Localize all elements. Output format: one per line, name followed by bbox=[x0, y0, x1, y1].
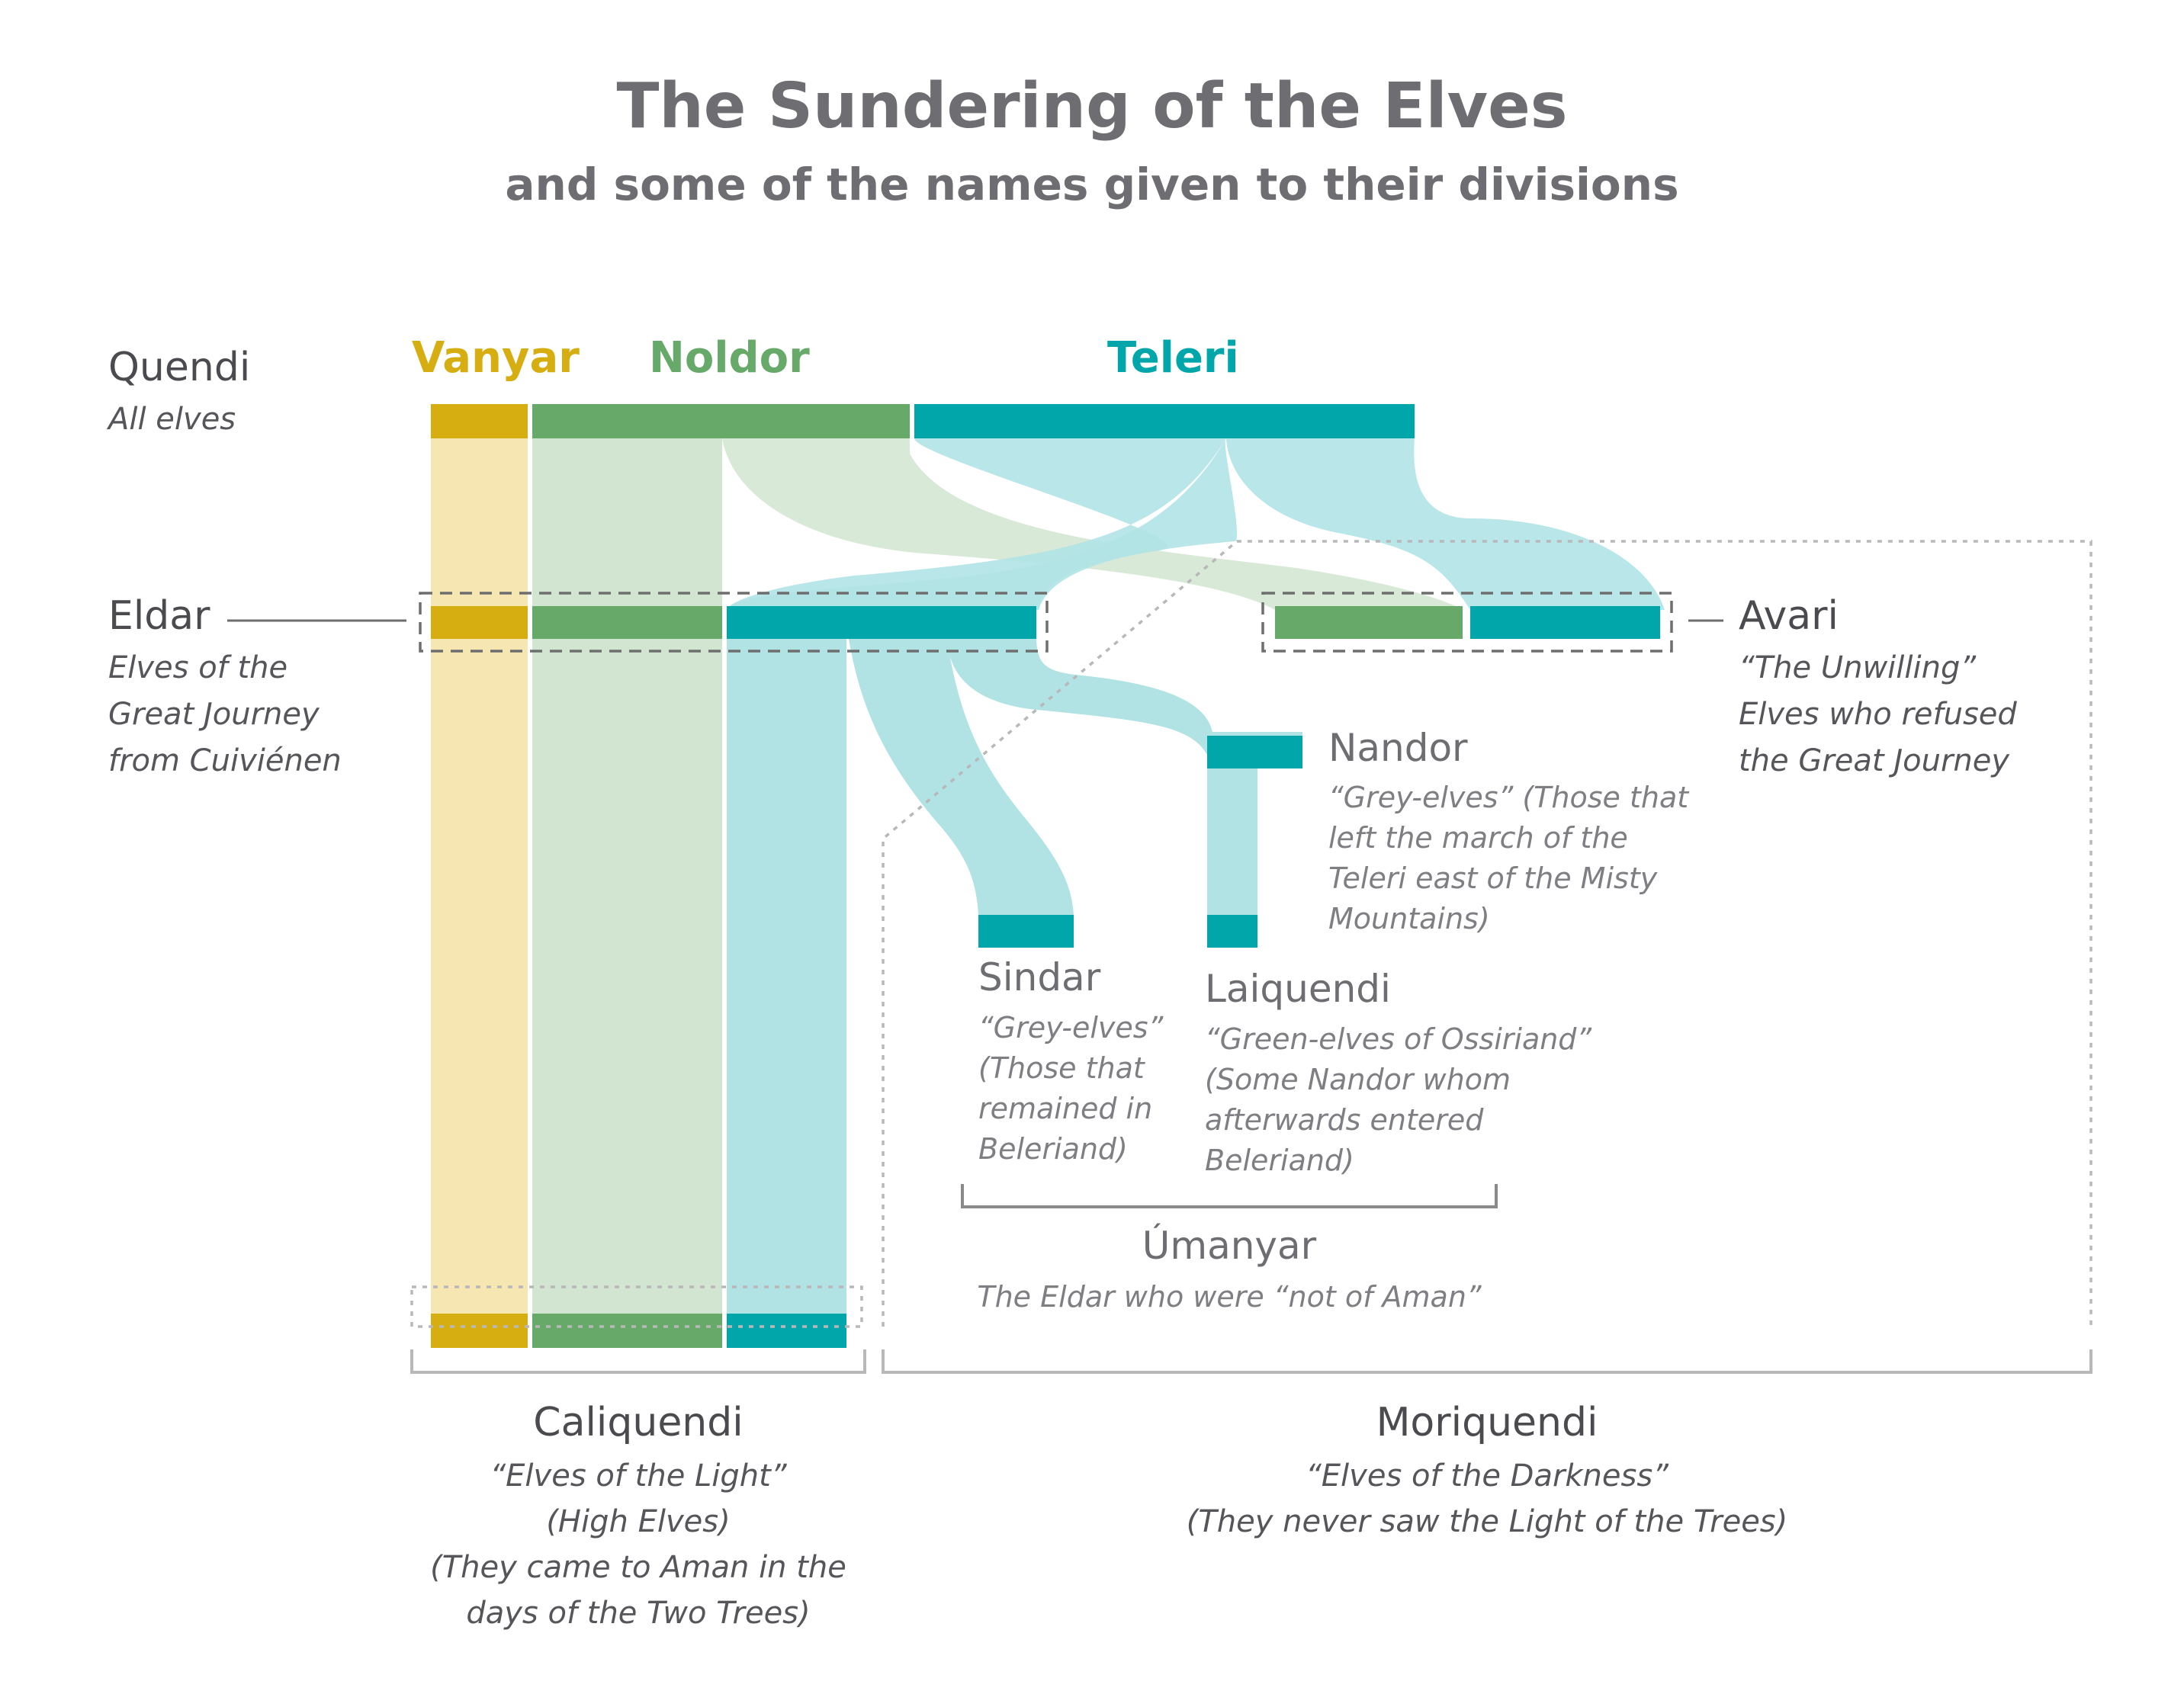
caliquendi-name: Caliquendi bbox=[533, 1400, 744, 1445]
avari-desc-3: the Great Journey bbox=[1739, 743, 2010, 778]
nandor-desc-2: left the march of the bbox=[1328, 821, 1628, 855]
teleri-label: Teleri bbox=[1107, 333, 1239, 383]
teleri-sindar-flow bbox=[849, 639, 1074, 915]
quendi-vanyar-bar bbox=[431, 404, 528, 438]
umanyar-bracket bbox=[961, 1184, 1498, 1208]
laiquendi-desc-1: “Green-elves of Ossiriand” bbox=[1205, 1022, 1592, 1056]
nandor-desc-4: Mountains) bbox=[1328, 902, 1490, 935]
avari-desc-2: Elves who refused bbox=[1739, 697, 2017, 732]
sindar-desc-3: remained in bbox=[978, 1092, 1153, 1125]
caliquendi-desc-3: (They came to Aman in the bbox=[430, 1550, 846, 1585]
eldar-desc-2: Great Journey bbox=[108, 697, 320, 732]
eldar-dashed-box bbox=[419, 592, 1049, 653]
page-subtitle: and some of the names given to their div… bbox=[505, 159, 1679, 210]
nandor-desc-3: Teleri east of the Misty bbox=[1328, 862, 1658, 895]
caliquendi-desc-2: (High Elves) bbox=[546, 1504, 731, 1539]
moriquendi-bracket bbox=[882, 1349, 2092, 1374]
sindar-name: Sindar bbox=[978, 955, 1101, 999]
nandor-laiquendi-flow bbox=[1207, 768, 1257, 915]
quendi-teleri-bar bbox=[914, 404, 1415, 438]
nandor-desc-1: “Grey-elves” (Those that bbox=[1328, 781, 1689, 814]
moriquendi-dotted-outline bbox=[882, 540, 2092, 1327]
laiquendi-desc-3: afterwards entered bbox=[1205, 1103, 1484, 1137]
vanyar-label: Vanyar bbox=[412, 333, 580, 383]
eldar-teleri-bar bbox=[727, 606, 1036, 639]
laiquendi-desc-4: Beleriand) bbox=[1205, 1144, 1354, 1177]
solid-bars bbox=[431, 404, 1660, 1348]
eldar-desc-1: Elves of the bbox=[108, 650, 288, 685]
nandor-bar bbox=[1207, 736, 1302, 768]
umanyar-desc: The Eldar who were “not of Aman” bbox=[977, 1280, 1482, 1314]
avari-name: Avari bbox=[1739, 593, 1839, 639]
page-title: The Sundering of the Elves bbox=[616, 70, 1568, 143]
eldar-noldor-bar bbox=[532, 606, 722, 639]
laiquendi-bar bbox=[1207, 915, 1257, 948]
teleri-eldar-down-flow bbox=[727, 639, 846, 1314]
moriquendi-desc-2: (They never saw the Light of the Trees) bbox=[1186, 1504, 1788, 1539]
moriquendi-desc-1: “Elves of the Darkness” bbox=[1306, 1458, 1669, 1494]
caliquendi-bracket bbox=[410, 1349, 866, 1374]
teleri-nandor-flow bbox=[947, 639, 1302, 755]
avari-teleri-bar bbox=[1470, 606, 1660, 639]
sindar-desc-1: “Grey-elves” bbox=[978, 1011, 1164, 1044]
quendi-name: Quendi bbox=[108, 345, 251, 390]
moriquendi-name: Moriquendi bbox=[1376, 1400, 1598, 1445]
nandor-name: Nandor bbox=[1328, 726, 1468, 770]
laiquendi-desc-2: (Some Nandor whom bbox=[1205, 1063, 1511, 1096]
umanyar-name: Úmanyar bbox=[1142, 1224, 1317, 1268]
eldar-name: Eldar bbox=[108, 593, 210, 639]
avari-desc-1: “The Unwilling” bbox=[1739, 650, 1977, 685]
caliquendi-desc-1: “Elves of the Light” bbox=[490, 1458, 787, 1494]
vanyar-flow bbox=[431, 438, 528, 1314]
eldar-vanyar-bar bbox=[431, 606, 528, 639]
teleri-eldar-flow-2 bbox=[727, 438, 1226, 610]
sindar-desc-2: (Those that bbox=[978, 1051, 1145, 1085]
caliquendi-vanyar-bar bbox=[431, 1314, 528, 1348]
noldor-avari-flow bbox=[722, 438, 1464, 610]
noldor-label: Noldor bbox=[649, 333, 810, 383]
flow-bands bbox=[431, 438, 1665, 1314]
dashed-boxes bbox=[410, 540, 2092, 1328]
quendi-noldor-bar bbox=[532, 404, 910, 438]
caliquendi-desc-4: days of the Two Trees) bbox=[466, 1596, 811, 1631]
caliquendi-dotted-outline bbox=[410, 1285, 863, 1328]
avari-noldor-bar bbox=[1275, 606, 1463, 639]
eldar-desc-3: from Cuiviénen bbox=[108, 743, 342, 778]
teleri-avari-flow bbox=[1226, 438, 1665, 610]
avari-dashed-box bbox=[1261, 592, 1673, 653]
sindar-bar bbox=[978, 915, 1074, 948]
caliquendi-teleri-bar bbox=[727, 1314, 846, 1348]
noldor-eldar-flow bbox=[532, 438, 722, 1314]
sindar-desc-4: Beleriand) bbox=[978, 1132, 1128, 1166]
quendi-desc: All elves bbox=[108, 402, 236, 437]
laiquendi-name: Laiquendi bbox=[1205, 967, 1391, 1011]
brackets bbox=[410, 1184, 2092, 1374]
caliquendi-noldor-bar bbox=[532, 1314, 722, 1348]
